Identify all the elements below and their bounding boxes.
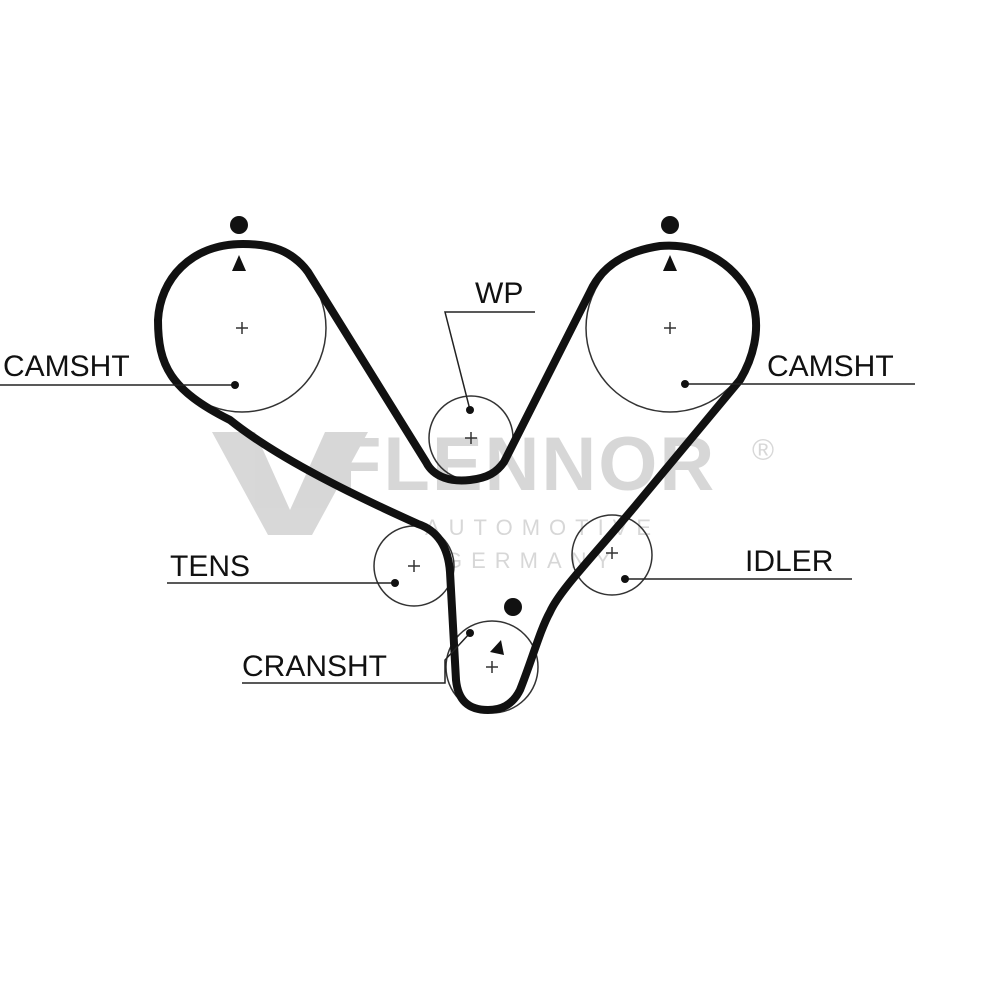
label-water-pump: WP	[475, 277, 523, 310]
center-marks	[236, 322, 676, 673]
watermark-logo-mark	[212, 432, 368, 535]
label-idler: IDLER	[745, 545, 833, 578]
leader-dots	[231, 380, 689, 637]
idler-leader-dot	[621, 575, 629, 583]
label-camshaft-left: CAMSHT	[3, 350, 130, 383]
idler-pulley	[571, 514, 653, 596]
crankshaft-timing-dot	[504, 598, 522, 616]
crankshaft-leader-dot	[466, 629, 474, 637]
camshaft-right-leader-dot	[681, 380, 689, 388]
tensioner-leader-dot	[391, 579, 399, 587]
crankshaft-timing-arrow	[490, 640, 504, 655]
water-pump-leader	[444, 311, 535, 411]
label-tensioner: TENS	[170, 550, 250, 583]
label-camshaft-right: CAMSHT	[767, 350, 894, 383]
leader-lines	[0, 311, 915, 684]
camshaft-left-leader-dot	[231, 381, 239, 389]
crankshaft-center-cross	[486, 661, 498, 673]
timing-belt	[154, 240, 761, 714]
camshaft-right-center-cross	[664, 322, 676, 334]
labels: CAMSHT CAMSHT WP TENS IDLER CRANSHT	[3, 277, 894, 683]
watermark-brand: FLENNOR	[335, 422, 716, 507]
camshaft-right-timing-arrow	[663, 255, 677, 271]
camshaft-left-timing-arrow	[232, 255, 246, 271]
water-pump-leader-dot	[466, 406, 474, 414]
label-crankshaft: CRANSHT	[242, 650, 387, 683]
camshaft-right-timing-dot	[661, 216, 679, 234]
camshaft-left-center-cross	[236, 322, 248, 334]
tensioner-center-cross	[408, 560, 420, 572]
watermark-registered: ®	[752, 434, 774, 467]
camshaft-left-timing-dot	[230, 216, 248, 234]
water-pump-center-cross	[465, 432, 477, 444]
crankshaft-leader	[242, 632, 471, 684]
idler-center-cross	[606, 547, 618, 559]
timing-marks	[230, 216, 679, 655]
